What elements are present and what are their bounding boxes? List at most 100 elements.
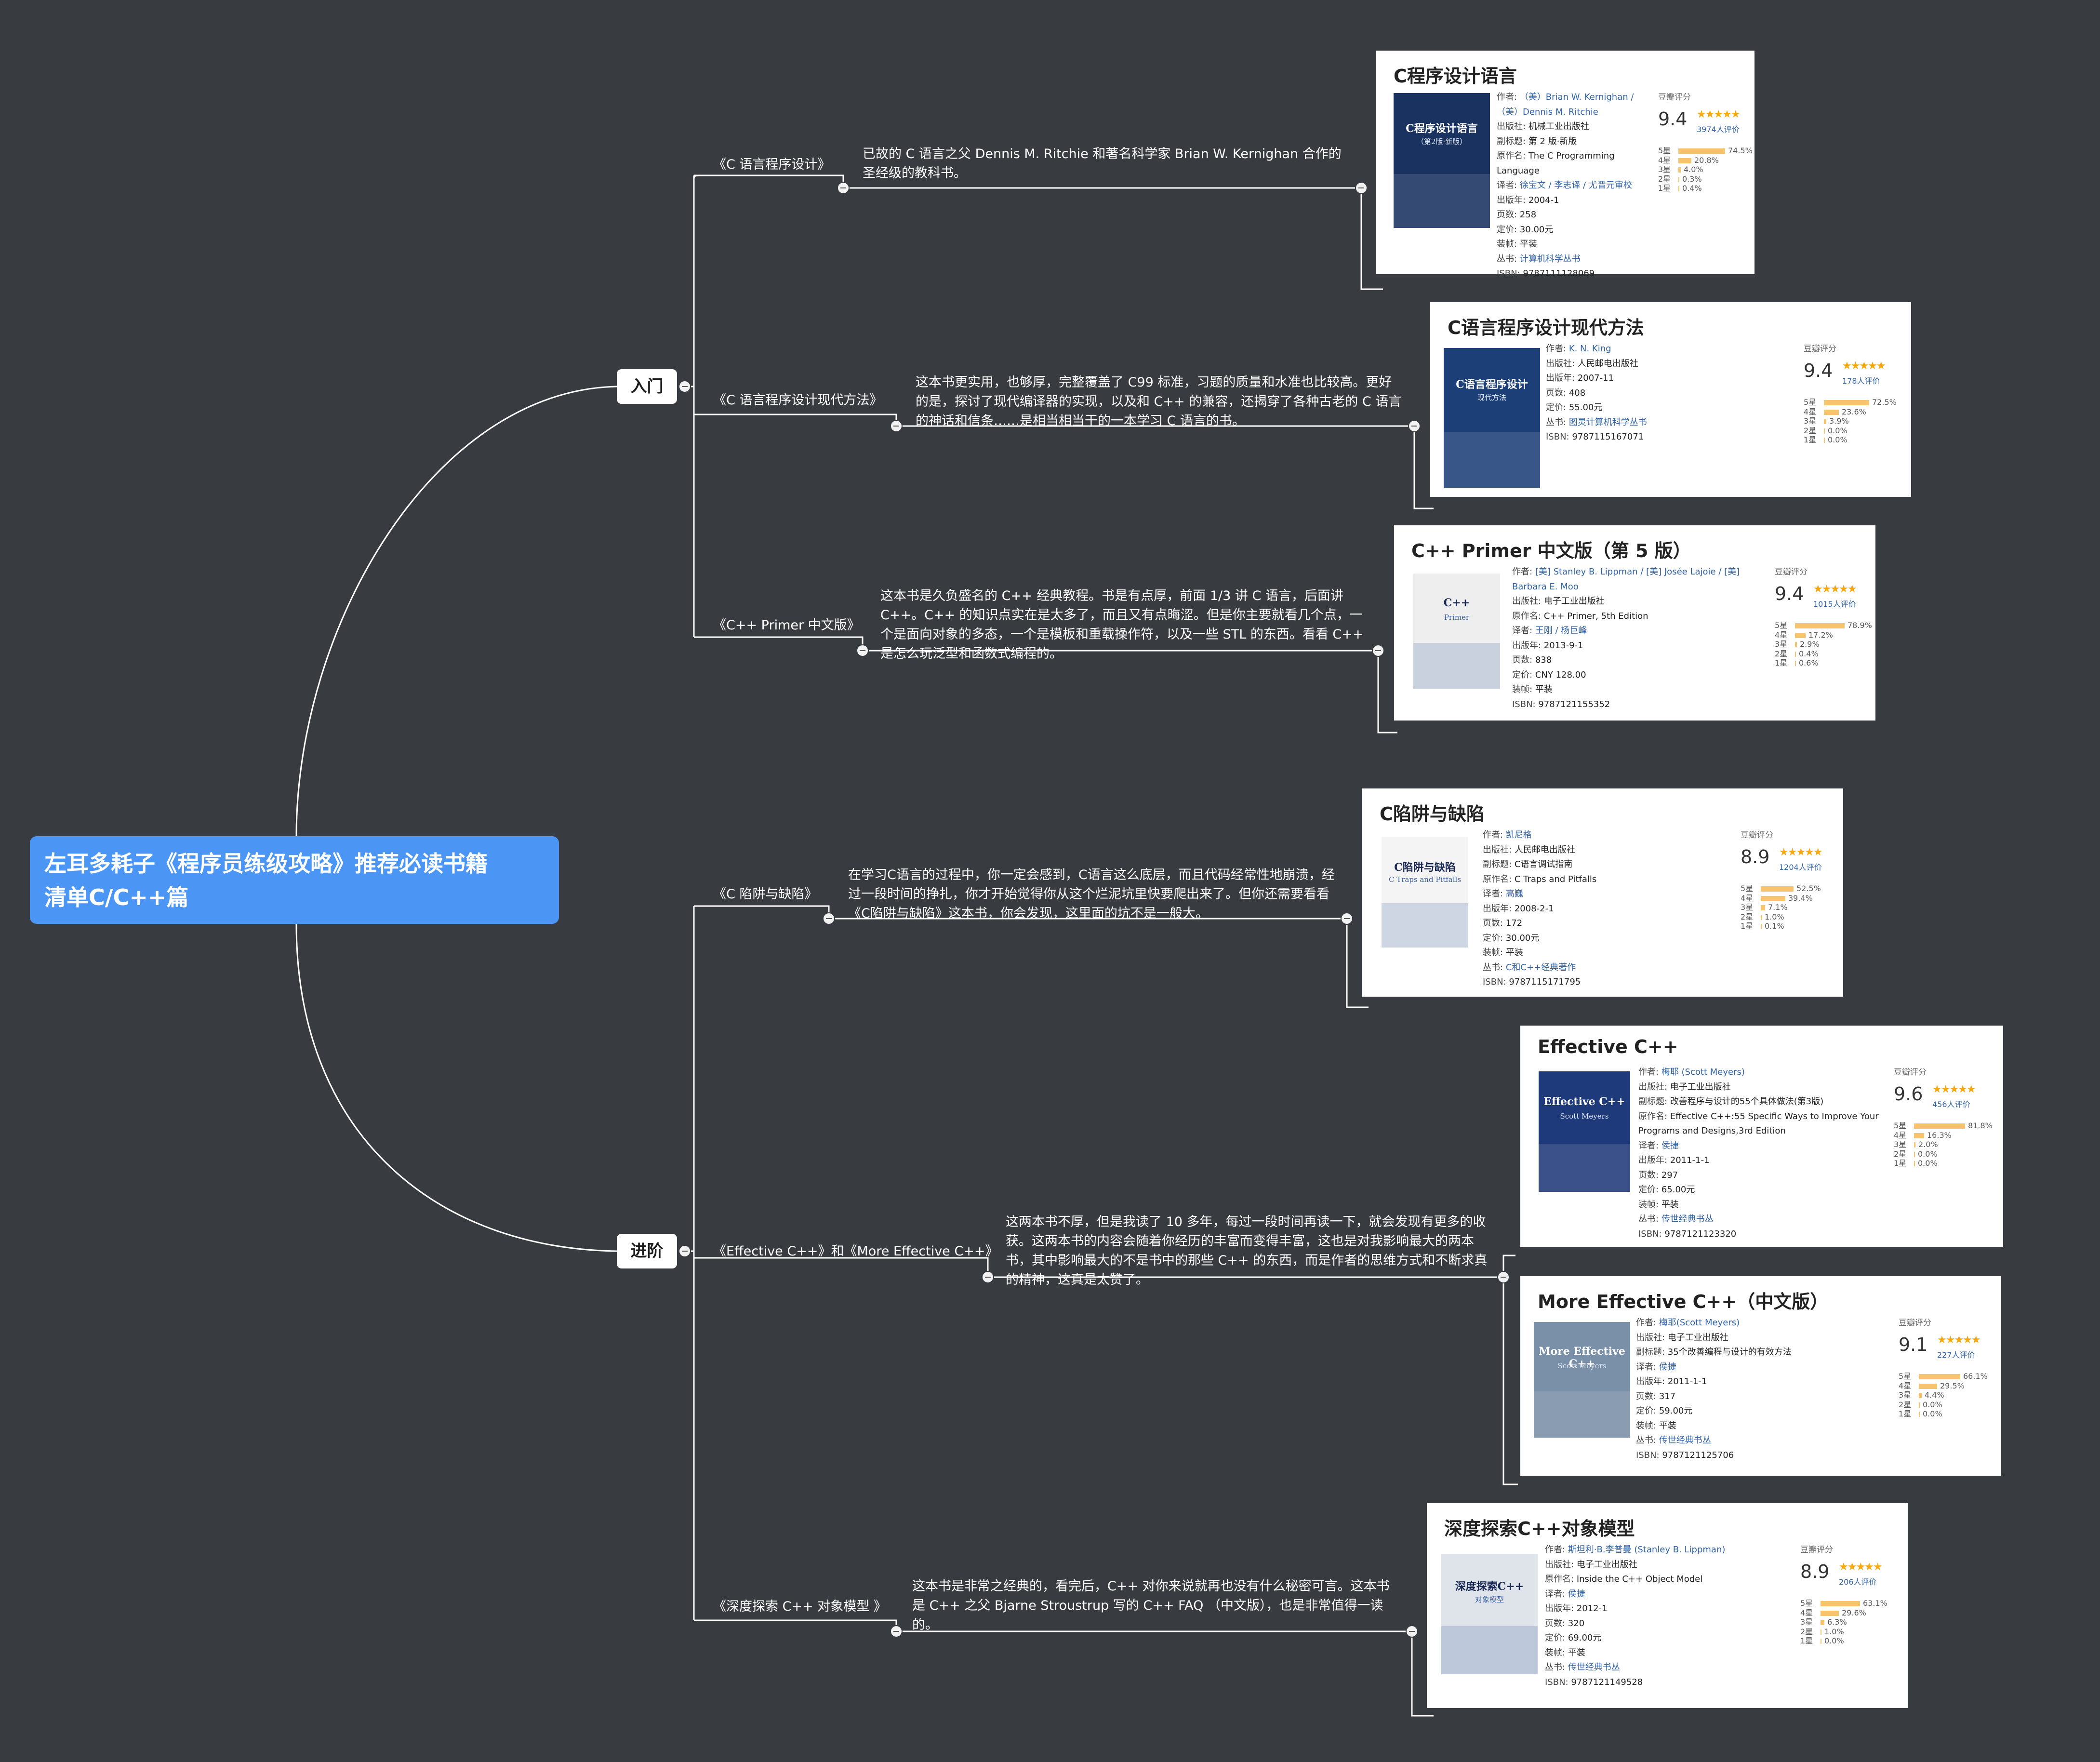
book-title[interactable]: More Effective C++（中文版） xyxy=(1538,1291,1829,1312)
collapse-card-2-icon[interactable] xyxy=(1408,420,1421,432)
branch-intro[interactable]: 入门 xyxy=(617,369,677,404)
rating-count-link[interactable]: 227人评价 xyxy=(1937,1350,1975,1360)
desc-cpp-object-model[interactable]: 这本书是非常之经典的，看完后，C++ 对你来说就再也没有什么秘密可言。这本书是 … xyxy=(912,1579,1390,1632)
collapse-card-6-icon[interactable] xyxy=(1406,1625,1418,1638)
rating-row: 4星 17.2% xyxy=(1775,630,1833,640)
rating-row: 4星 29.6% xyxy=(1800,1608,1866,1618)
info-value-link[interactable]: K. N. King xyxy=(1568,344,1611,354)
rating-row: 3星 2.0% xyxy=(1894,1140,1938,1149)
info-key: ISBN: xyxy=(1512,699,1536,709)
book-title[interactable]: C陷阱与缺陷 xyxy=(1380,803,1485,825)
collapse-card-4-icon[interactable] xyxy=(1341,912,1353,925)
info-value-link[interactable]: 侯捷 xyxy=(1659,1362,1676,1372)
topic-c-programming[interactable]: 《C 语言程序设计》 xyxy=(713,157,831,172)
info-value-link[interactable]: 图灵计算机科学丛书 xyxy=(1568,417,1647,427)
collapse-topic-2-icon[interactable] xyxy=(890,420,903,432)
rating-label: 豆瓣评分 xyxy=(1804,344,1836,354)
info-value-link[interactable]: [美] Stanley B. Lippman / [美] Josée Lajoi… xyxy=(1512,567,1740,592)
rating-row: 1星 0.0% xyxy=(1800,1636,1844,1646)
book-cover-image[interactable]: C++Primer xyxy=(1413,574,1500,689)
book-card-6[interactable]: More Effective C++（中文版） More Effective C+… xyxy=(1520,1276,2001,1476)
topic-cpp-object-model[interactable]: 《深度探索 C++ 对象模型 》 xyxy=(713,1599,887,1614)
rating-count-link[interactable]: 1015人评价 xyxy=(1813,600,1856,609)
rating-row: 1星 0.0% xyxy=(1899,1409,1942,1419)
topic-c-traps[interactable]: 《C 陷阱与缺陷》 xyxy=(713,887,818,902)
root-topic[interactable]: 左耳多耗子《程序员练级攻略》推荐必读书籍 清单C/C++篇 xyxy=(30,836,559,924)
collapse-topic-3-icon[interactable] xyxy=(856,644,869,657)
info-value-link[interactable]: 高巍 xyxy=(1505,889,1523,899)
book-title[interactable]: Effective C++ xyxy=(1538,1036,1678,1057)
info-value-link[interactable]: 徐宝文 / 李志译 / 尤晋元审校 xyxy=(1519,180,1632,190)
book-cover-image[interactable]: C语言程序设计现代方法 xyxy=(1444,348,1540,488)
rating-count-link[interactable]: 178人评价 xyxy=(1842,376,1880,386)
collapse-intro-icon[interactable] xyxy=(678,380,691,393)
info-value-link[interactable]: 侯捷 xyxy=(1568,1588,1585,1599)
topic-c-modern[interactable]: 《C 语言程序设计现代方法》 xyxy=(713,393,883,408)
info-value-link[interactable]: 斯坦利·B.李普曼 (Stanley B. Lippman) xyxy=(1568,1545,1726,1555)
info-key: 译者: xyxy=(1638,1140,1659,1151)
rating-count-link[interactable]: 1204人评价 xyxy=(1779,863,1822,872)
book-title[interactable]: C程序设计语言 xyxy=(1394,66,1517,87)
info-value-link[interactable]: 王刚 / 杨巨峰 xyxy=(1535,626,1587,636)
desc-c-programming[interactable]: 已故的 C 语言之父 Dennis M. Ritchie 和著名科学家 Bria… xyxy=(863,147,1342,181)
collapse-topic-1-icon[interactable] xyxy=(837,182,850,194)
douban-rating: 豆瓣评分 9.4 ★★★★★ 178人评价 5星 72.5%4星 23.6%3星… xyxy=(1804,342,1900,467)
info-value-link[interactable]: 传世经典书丛 xyxy=(1661,1214,1714,1224)
collapse-card-3-icon[interactable] xyxy=(1372,644,1384,657)
collapse-advanced-icon[interactable] xyxy=(678,1245,691,1257)
info-key: 出版社: xyxy=(1636,1332,1665,1343)
desc-c-modern[interactable]: 这本书更实用，也够厚，完整覆盖了 C99 标准，习题的质量和水准也比较高。更好的… xyxy=(916,375,1402,428)
info-value-link[interactable]: C和C++经典著作 xyxy=(1505,962,1576,973)
collapse-topic-6-icon[interactable] xyxy=(890,1625,903,1638)
rating-bar xyxy=(1919,1412,1920,1417)
info-value-link[interactable]: 梅耶(Scott Meyers) xyxy=(1659,1318,1740,1328)
info-value: 平装 xyxy=(1535,684,1553,694)
info-key: 页数: xyxy=(1497,210,1517,220)
collapse-card-5-icon[interactable] xyxy=(1497,1271,1510,1283)
info-value: 平装 xyxy=(1568,1647,1585,1658)
book-title[interactable]: C++ Primer 中文版（第 5 版） xyxy=(1411,540,1691,561)
book-cover-image[interactable]: More Effective C++Scott Meyers xyxy=(1534,1322,1630,1438)
branch-advanced[interactable]: 进阶 xyxy=(617,1234,677,1268)
desc-effective-cpp[interactable]: 这两本书不厚，但是我读了 10 多年，每过一段时间再读一下，就会发现有更多的收获… xyxy=(1006,1215,1488,1287)
book-info: 作者: 斯坦利·B.李普曼 (Stanley B. Lippman)出版社: 电… xyxy=(1545,1543,1791,1690)
topic-cpp-primer[interactable]: 《C++ Primer 中文版》 xyxy=(713,618,860,633)
book-cover-image[interactable]: C程序设计语言（第2版·新版） xyxy=(1394,93,1490,228)
book-cover-image[interactable]: Effective C++Scott Meyers xyxy=(1539,1071,1630,1192)
book-cover-image[interactable]: 深度探索C++对象模型 xyxy=(1441,1554,1538,1674)
info-row: 页数: 258 xyxy=(1497,208,1648,223)
collapse-card-1-icon[interactable] xyxy=(1355,182,1368,194)
rating-count-link[interactable]: 206人评价 xyxy=(1839,1577,1877,1587)
rating-count-link[interactable]: 456人评价 xyxy=(1932,1100,1970,1109)
info-value-link[interactable]: 传世经典书丛 xyxy=(1568,1662,1620,1672)
douban-rating: 豆瓣评分 9.4 ★★★★★ 3974人评价 5星 74.5%4星 20.8%3… xyxy=(1658,90,1754,215)
info-row: ISBN: 9787121155352 xyxy=(1512,697,1765,712)
rating-bar xyxy=(1821,1610,1839,1616)
info-value-link[interactable]: 梅耶 (Scott Meyers) xyxy=(1661,1067,1745,1077)
rating-percent: 2.9% xyxy=(1800,640,1820,649)
root-title-line1: 左耳多耗子《程序员练级攻略》推荐必读书籍 xyxy=(44,851,488,877)
desc-cpp-primer[interactable]: 这本书是久负盛名的 C++ 经典教程。书是有点厚，前面 1/3 讲 C 语言，后… xyxy=(880,588,1364,661)
info-value-link[interactable]: 凯尼格 xyxy=(1505,830,1532,840)
collapse-topic-5-icon[interactable] xyxy=(982,1271,994,1283)
book-card-7[interactable]: 深度探索C++对象模型深度探索C++对象模型作者: 斯坦利·B.李普曼 (Sta… xyxy=(1427,1503,1908,1708)
rating-bar xyxy=(1919,1393,1922,1398)
desc-c-traps[interactable]: 在学习C语言的过程中，你一定会感到，C语言这么底层，而且代码经常性地崩溃，经过一… xyxy=(848,868,1335,921)
rating-percent: 4.4% xyxy=(1925,1390,1944,1400)
rating-count-link[interactable]: 3974人评价 xyxy=(1697,125,1740,134)
info-value-link[interactable]: 侯捷 xyxy=(1661,1140,1679,1151)
collapse-topic-4-icon[interactable] xyxy=(823,912,835,925)
topic-effective-cpp[interactable]: 《Effective C++》和《More Effective C++》 xyxy=(713,1244,998,1259)
info-value-link[interactable]: （美）Brian W. Kernighan / （美）Dennis M. Rit… xyxy=(1497,92,1634,117)
info-value-link[interactable]: 传世经典书丛 xyxy=(1659,1435,1711,1445)
book-title[interactable]: C语言程序设计现代方法 xyxy=(1448,317,1644,338)
rating-bar xyxy=(1919,1374,1960,1379)
book-title[interactable]: 深度探索C++对象模型 xyxy=(1444,1518,1635,1539)
info-value-link[interactable]: 计算机科学丛书 xyxy=(1519,254,1581,264)
